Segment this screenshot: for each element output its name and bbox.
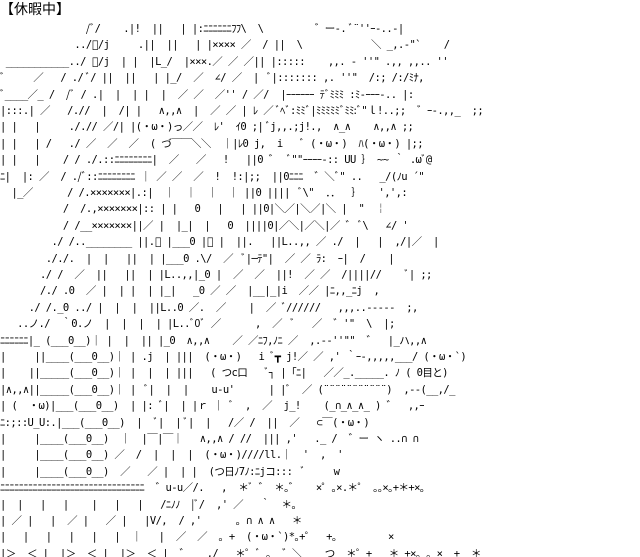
ascii-art-line: | ||____(___0__)｜ | .j | ||| (・ω・) i ﾞ┳ … [0, 351, 467, 363]
ascii-art-line: | |____(___0__) ／ / | | | (・ω・)////ll.｜ … [0, 449, 343, 462]
page-title: 【休暇中】 [0, 0, 74, 20]
ascii-art-line: ./ /..________ ||.ﾞ |___0 |ﾞ | ||. ||L..… [0, 236, 451, 249]
ascii-art-line: ././. | | || | |___0 .\/ ／ ﾞ|─ﾃ"| ／ ／ ﾗ:… [0, 252, 395, 265]
ascii-art-line: / /.,×××××××|:: | | 0 | | ||0|＼／|＼／|＼ | … [0, 203, 386, 216]
ascii-art-line: ./ /._0 ../ | | | ||L..0 ／. ／ | ／ ﾞ/////… [0, 301, 419, 314]
ascii-art-line: ./ / ／ || || | |L..,,|_0 | ／ ／ ||! ／ ／ /… [0, 269, 432, 281]
ascii-art-line: /./ .0 ／ | | | | |_| _0 ／ ／ |__|_|i ／／ |… [0, 285, 397, 298]
ascii-art-line: / /__×××××××||／ | |_| | 0 ||||0|／＼|／＼|／ … [0, 219, 409, 232]
ascii-art-line: ﾆ| |: ／ / ./ﾞ::ﾆﾆﾆﾆﾆﾆﾆﾆ ｜ ／ ／ ／ ! !:|;; … [0, 170, 430, 183]
ascii-art-line: | | | / / ./.::ﾆﾆﾆﾆﾆﾆﾆﾆ| ／ ／ ! ||0 ゛ ﾞ""… [0, 154, 432, 167]
ascii-art-line: | |____(___0__) ｜ |￣|￣｜ ∧,,∧ / // ||| ,'… [0, 433, 419, 445]
ascii-art-line: ../ﾞ/j .|| || | |×××× ／ / || \ ＼ _,.-"` … [0, 39, 450, 52]
ascii-art-line: |∧,,∧||_____(___0__)｜ | ﾞ| | | u‐u' | |ﾞ… [0, 383, 455, 396]
ascii-art-line: | | | ./.// ／/| |(・ω・)っ／／ ﾚ' ｲ0 ;| ﾞj,,.… [0, 121, 414, 134]
ascii-art-line: | |____(___0__) ／ ／ | | | (つ日ﾉ7ﾉ:ﾆjコ::: … [0, 465, 340, 478]
ascii-art-line: ___________../ ﾞ/j | | |L_/ |×××.／ ／ ／||… [0, 55, 449, 68]
ascii-art-line: | ／ | | ／ | ／ | |V/, / ,' ｡ ∩ ∧ ∧ ＊ [0, 515, 302, 527]
ascii-art-line: | | | | | | ｜ | ／ ／ ｡ + (・ω・`)*｡+゜ +｡ × [0, 531, 394, 544]
ascii-art-line: ﾞ ／ / ./ ﾞ/ || || | |_/ ／ ∠/ ／ | ﾞ|:::::… [0, 72, 436, 85]
ascii-art-line: ﾆ:;::U_U:.|___(___0__) | ﾞ| | ﾞ| | /／ / … [0, 416, 387, 429]
ascii-art-line: | | | / ./ ／ ／ ／ ( づ￣￣＼＼ ｜|ﾚ0 j, i ﾞ (・ω… [0, 137, 424, 150]
ascii-art-line: ﾆﾆﾆﾆﾆﾆﾆﾆﾆﾆﾆﾆﾆﾆﾆﾆﾆﾆﾆﾆﾆﾆﾆﾆﾆﾆﾆﾆﾆﾆﾆ ゛u‐u／/. … [0, 482, 425, 495]
ascii-art-line: /ﾞ/ .|! || | |:ﾆﾆﾆﾆﾆﾆﾌﾌ\ \ ゛ー-. ﾞ¨''ｰ-..… [0, 23, 404, 35]
ascii-art-line: |＞ ＜ | |＞ ＜ | |＞ ＜ | ゛ ,/ ＊゜ﾞ ｡ ゛＼ つ ＊゜+… [0, 547, 481, 557]
ascii-art-line: |_／ / /.×××××××|.:| ｜ ｜ ｜ ｜ ||0 |||| ﾞ\"… [0, 187, 408, 199]
ascii-art-line: ..ノ./ ｀0.ノ | | | | |L..ﾞ0ﾞ ／ , ／ ﾞ ／ ゛'"… [0, 318, 395, 331]
ascii-art-line: | ( ・ω)|___(___0__) | |: ﾞ| | |ｒ ｜ ﾞ , ／… [0, 400, 425, 413]
ascii-art-line: |:::.| ／ /.// | /| | ∧,,∧ | ／ ／ | ﾚ ／ ﾞﾍ… [0, 105, 484, 117]
ascii-art-line: | ||_____(___0__)｜ | | | ||| ( つc口 ﾞ┐ |「… [0, 367, 448, 380]
ascii-art-line: ﾆﾆﾆﾆﾆﾆ|_ (___0__)｜ | | || |_0 ∧,,∧ ／ ／ﾆﾌ… [0, 334, 427, 347]
ascii-art-line: | | | | | | | /ﾆﾉﾉ |ﾞ/ ,' ／ ｀ ＊｡ [0, 498, 297, 511]
ascii-art-line: ﾞ____／_ / /ﾞ / .| | | | | ／ ／ ／'' / ／/ |… [0, 88, 414, 101]
